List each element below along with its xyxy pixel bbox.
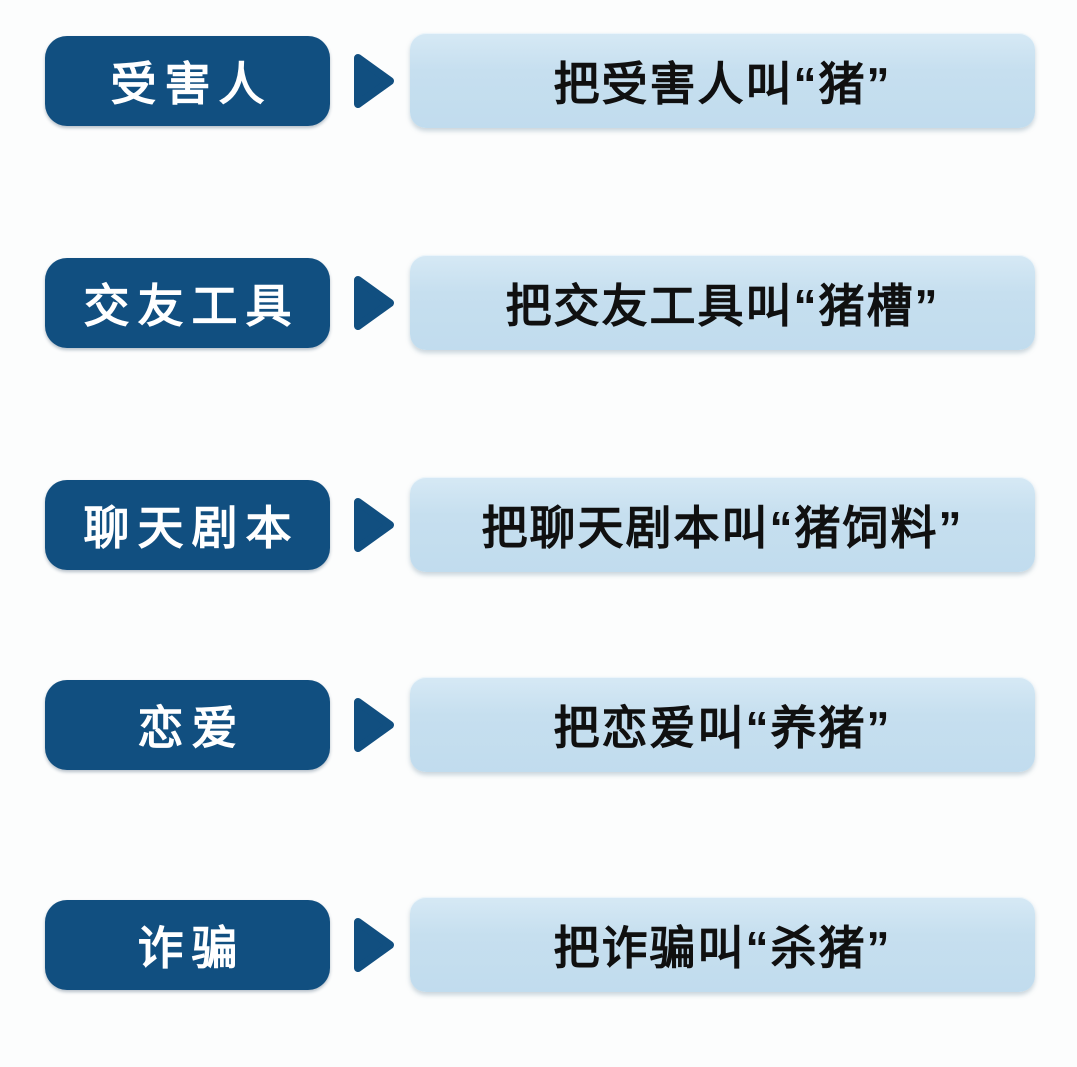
term-label: 恋爱 [137,702,246,754]
term-box: 恋爱 [45,680,330,770]
diagram-row: 聊天剧本 把聊天剧本叫“猪饲料” [0,477,1077,572]
arrow-right-icon [353,696,395,754]
diagram-row: 交友工具 把交友工具叫“猪槽” [0,255,1077,350]
description-box: 把受害人叫“猪” [410,33,1035,128]
arrow-right-icon [353,274,395,332]
arrow-right-icon [353,916,395,974]
description-box: 把诈骗叫“杀猪” [410,897,1035,992]
arrow-right-icon [353,52,395,110]
diagram-row: 恋爱 把恋爱叫“养猪” [0,677,1077,772]
term-label: 聊天剧本 [83,502,300,554]
term-label: 交友工具 [83,280,300,332]
diagram-row: 受害人 把受害人叫“猪” [0,33,1077,128]
description-label: 把恋爱叫“养猪” [553,701,892,754]
description-label: 把交友工具叫“猪槽” [505,279,940,332]
description-label: 把聊天剧本叫“猪饲料” [481,501,964,554]
term-box: 受害人 [45,36,330,126]
term-label: 诈骗 [137,922,246,974]
description-box: 把交友工具叫“猪槽” [410,255,1035,350]
term-box: 交友工具 [45,258,330,348]
description-box: 把聊天剧本叫“猪饲料” [410,477,1035,572]
arrow-right-icon [353,496,395,554]
term-box: 诈骗 [45,900,330,990]
term-box: 聊天剧本 [45,480,330,570]
description-box: 把恋爱叫“养猪” [410,677,1035,772]
description-label: 把受害人叫“猪” [553,57,892,110]
diagram-row: 诈骗 把诈骗叫“杀猪” [0,897,1077,992]
term-label: 受害人 [110,58,273,110]
description-label: 把诈骗叫“杀猪” [553,921,892,974]
